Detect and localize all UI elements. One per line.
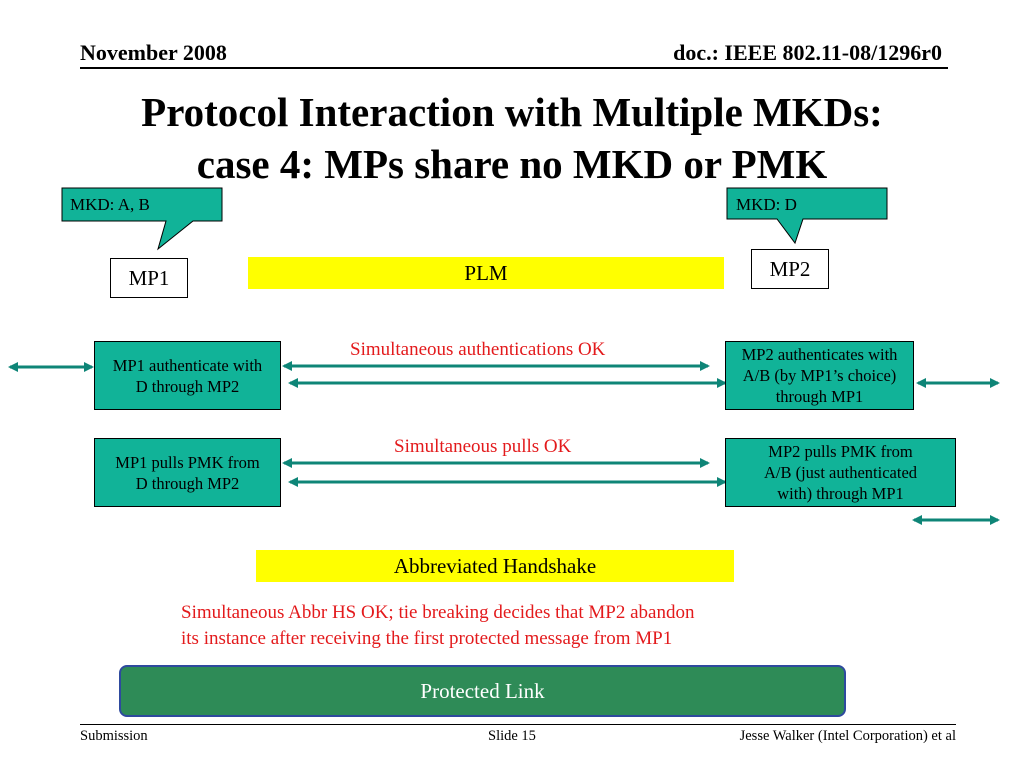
row1-left-line-2: D through MP2 (135, 376, 240, 396)
plm-bar: PLM (248, 257, 724, 289)
row2-right-line-2: A/B (just authenticated (763, 463, 918, 482)
slide-title: Protocol Interaction with Multiple MKDs:… (60, 86, 964, 190)
callout-left-shape (61, 187, 223, 251)
header-date: November 2008 (80, 40, 227, 65)
footer-author: Jesse Walker (Intel Corporation) et al (739, 728, 956, 744)
abbr-note-line-2: its instance after receiving the first p… (181, 628, 673, 649)
abbreviated-handshake-bar: Abbreviated Handshake (256, 550, 734, 582)
abbr-note: Simultaneous Abbr HS OK; tie breaking de… (181, 600, 694, 652)
callout-right-shape (726, 187, 888, 245)
row1-right-line-2: A/B (by MP1’s choice) (742, 366, 897, 385)
row1-right-line-1: MP2 authenticates with (741, 345, 898, 364)
protected-link-bar: Protected Link (119, 665, 846, 717)
callout-right-text: MKD: D (736, 195, 797, 214)
row2-left-box: MP1 pulls PMK from D through MP2 (94, 438, 281, 507)
node-mp2: MP2 (751, 249, 829, 289)
header-doc-id: doc.: IEEE 802.11-08/1296r0 (673, 40, 942, 65)
row1-label: Simultaneous authentications OK (350, 339, 606, 360)
row2-right-line-3: with) through MP1 (777, 484, 904, 503)
row1-right-line-3: through MP1 (775, 387, 864, 406)
footer-submission: Submission (80, 728, 148, 744)
title-line-2: case 4: MPs share no MKD or PMK (196, 141, 828, 187)
node-mp1: MP1 (110, 258, 188, 298)
abbr-note-line-1: Simultaneous Abbr HS OK; tie breaking de… (181, 602, 695, 623)
row2-left-line-1: MP1 pulls PMK from (115, 452, 260, 472)
row2-right-box: MP2 pulls PMK from A/B (just authenticat… (725, 438, 956, 507)
row2-label: Simultaneous pulls OK (394, 436, 572, 457)
row2-left-line-2: D through MP2 (135, 473, 240, 493)
header-divider (80, 67, 948, 69)
callout-left-text: MKD: A, B (70, 195, 150, 214)
row1-left-box: MP1 authenticate with D through MP2 (94, 341, 281, 410)
row2-right-line-1: MP2 pulls PMK from (768, 442, 913, 461)
row1-left-line-1: MP1 authenticate with (112, 355, 263, 375)
row1-right-box: MP2 authenticates with A/B (by MP1’s cho… (725, 341, 914, 410)
title-line-1: Protocol Interaction with Multiple MKDs: (141, 89, 883, 135)
footer-divider (80, 724, 956, 725)
footer-slide-number: Slide 15 (488, 728, 536, 744)
